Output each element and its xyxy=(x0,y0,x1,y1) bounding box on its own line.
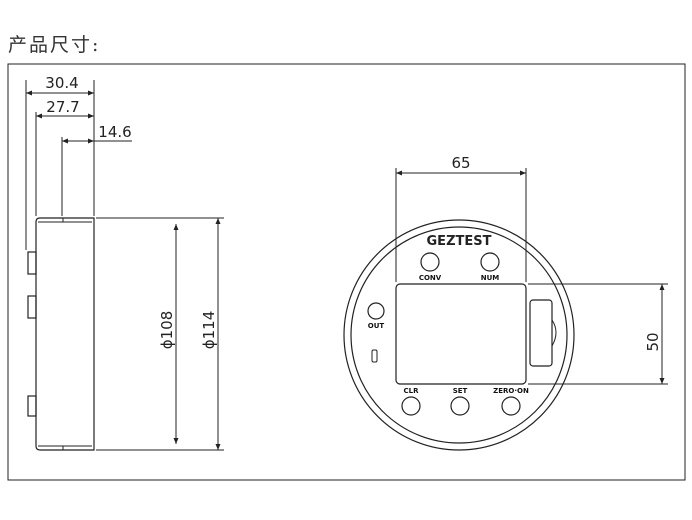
out-button xyxy=(367,302,385,320)
display-window xyxy=(395,283,527,385)
drawing-frame xyxy=(7,63,686,481)
set-label: SET xyxy=(453,387,468,395)
front-inner-ring xyxy=(350,226,568,444)
brand-logo: GEZTEST xyxy=(427,234,492,249)
battery-cover-arc xyxy=(551,319,557,347)
dim-overall-depth-label: 30.4 xyxy=(45,74,78,92)
dim-display-width-label: 65 xyxy=(451,154,470,172)
dim-arrows-27-7 xyxy=(36,113,94,119)
dim-inner-diameter-label: ϕ108 xyxy=(158,311,176,350)
dim-display-height-label: 50 xyxy=(644,332,662,351)
side-button-mid xyxy=(27,295,37,319)
out-label: OUT xyxy=(368,322,385,330)
side-button-top xyxy=(27,251,37,275)
set-button xyxy=(450,396,470,416)
side-view: 30.4 27.7 14.6 ϕ108 ϕ114 xyxy=(25,74,224,451)
conv-button xyxy=(420,252,440,272)
usb-port-icon xyxy=(371,349,378,363)
page-heading: 产品尺寸: xyxy=(8,34,101,56)
clr-label: CLR xyxy=(404,387,420,395)
dim-outer-diameter-label: ϕ114 xyxy=(200,311,218,350)
side-body-outline xyxy=(35,217,95,451)
clr-button xyxy=(401,396,421,416)
zero-on-button xyxy=(501,396,521,416)
conv-label: CONV xyxy=(419,274,442,282)
dim-front-depth-label: 14.6 xyxy=(98,123,131,141)
dim-body-depth-label: 27.7 xyxy=(46,98,79,116)
zero-on-label: ZERO·ON xyxy=(493,387,529,395)
front-view: GEZTEST CONV NUM OUT CLR SET ZERO·ON 65 xyxy=(343,154,668,451)
battery-slot xyxy=(529,299,553,367)
front-outer-ring xyxy=(343,219,575,451)
num-label: NUM xyxy=(481,274,500,282)
side-button-bottom xyxy=(27,395,37,417)
num-button xyxy=(480,252,500,272)
